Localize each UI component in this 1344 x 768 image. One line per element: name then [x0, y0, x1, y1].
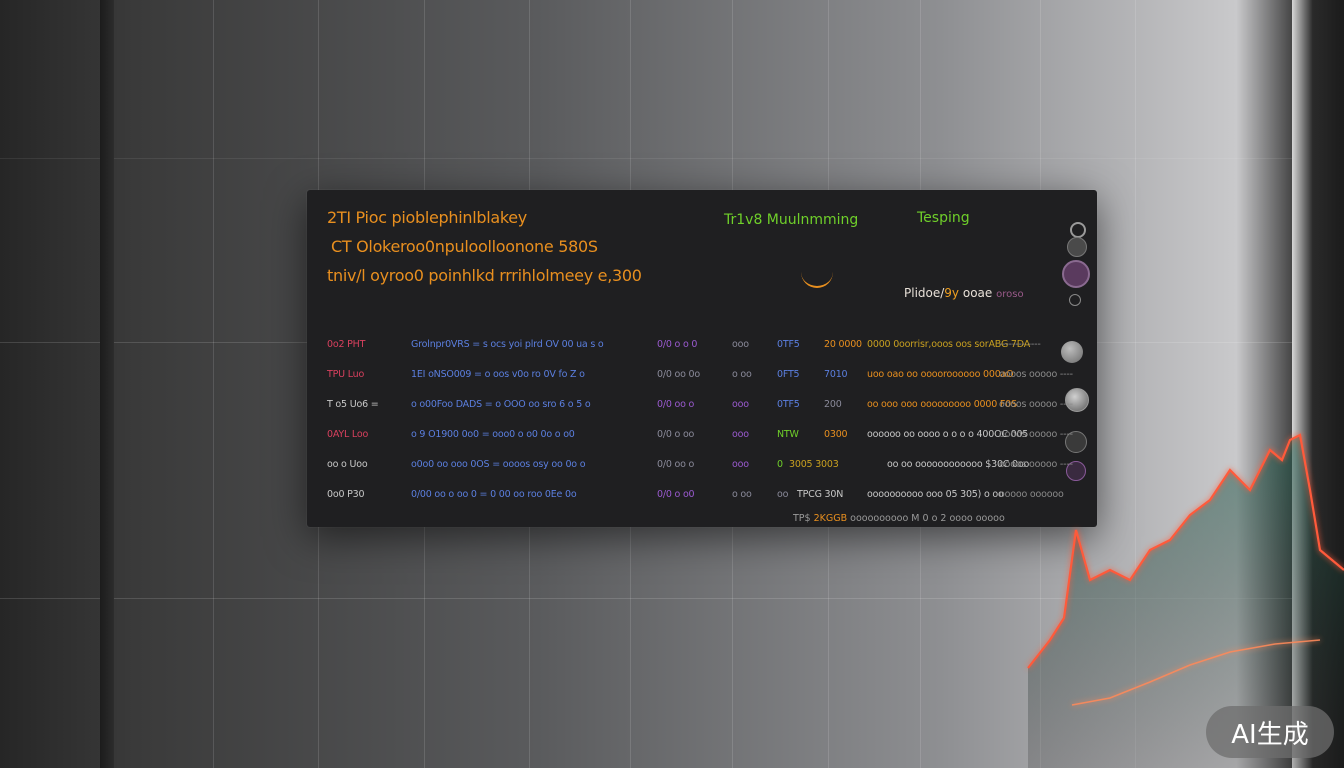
table-row[interactable]: 0o0 P30 0/00 oo o oo 0 = 0 00 oo roo 0Ee…: [327, 489, 1067, 507]
tab-trade-monitoring[interactable]: Tr1v8 Muulnmming: [724, 212, 859, 228]
row-ratio: 0/0 o o0: [657, 489, 695, 500]
row-code: 0TF5: [777, 339, 800, 350]
table-row[interactable]: 0AYL Loo o 9 O1900 0o0 = ooo0 o o0 0o o …: [327, 429, 1073, 447]
row-value: 200: [824, 399, 842, 410]
row-flag: ooo: [732, 429, 749, 440]
tab-testing[interactable]: Tesping: [917, 210, 970, 226]
table-row[interactable]: T o5 Uo6 = o o00Foo DADS = o OOO oo sro …: [327, 399, 1073, 417]
toggle-knob-icon[interactable]: [1069, 294, 1081, 306]
row-symbol: oo o Uoo: [327, 459, 368, 470]
row-description: 0/00 oo o oo 0 = 0 00 oo roo 0Ee 0o: [411, 489, 577, 500]
row-ratio: 0/0 oo o: [657, 459, 695, 470]
row-code: 0TF5: [777, 399, 800, 410]
loading-spinner-icon: [801, 262, 833, 288]
row-symbol: 0o0 P30: [327, 489, 365, 500]
row-flag: ooo: [732, 339, 749, 350]
row-ratio: 0/0 o o 0: [657, 339, 698, 350]
header-line-3: tniv/l oyroo0 poinhlkd rrrihlolmeey e,30…: [327, 266, 642, 285]
row-description: o o00Foo DADS = o OOO oo sro 6 o 5 o: [411, 399, 591, 410]
row-tail: oooos ooooo ----: [999, 399, 1073, 410]
table-row[interactable]: oo o Uoo o0o0 oo ooo 0OS = oooos osy oo …: [327, 459, 1073, 477]
row-detail: oo ooo ooo ooooooooo 0000 F0S: [867, 399, 1017, 410]
row-value: 7010: [824, 369, 848, 380]
row-detail: uoo oao oo ooooroooooo 000aO: [867, 369, 1014, 380]
row-value: 3005 3003: [789, 459, 839, 470]
row-tail: oooos ooooo ----: [999, 429, 1073, 440]
header-line-1: 2TI Pioc pioblephinlblakey: [327, 208, 527, 227]
glowing-price-chart: [1027, 433, 1344, 768]
toggle-knob-icon[interactable]: [1070, 222, 1086, 238]
row-detail: oooooo oo oooo o o o o 400OC 005: [867, 429, 1029, 440]
row-description: Grolnpr0VRS = s ocs yoi plrd OV 00 ua s …: [411, 339, 604, 350]
chart-line: [1027, 433, 1344, 669]
chart-line-secondary: [1071, 639, 1321, 706]
row-code: oo: [777, 489, 789, 500]
table-row[interactable]: TPU Luo 1EI oNSO009 = o oos v0o ro 0V fo…: [327, 369, 1073, 387]
status-tag: Plidoe/9y ooae oroso: [904, 286, 1024, 300]
row-flag: o oo: [732, 369, 752, 380]
row-description: 1EI oNSO009 = o oos v0o ro 0V fo Z o: [411, 369, 585, 380]
row-ratio: 0/0 oo o: [657, 399, 695, 410]
row-action-knob-icon[interactable]: [1065, 431, 1087, 453]
row-code: NTW: [777, 429, 799, 440]
chart-area: [1028, 435, 1344, 768]
row-value: TPCG 30N: [797, 489, 844, 500]
ai-generated-badge: AI生成: [1206, 706, 1334, 758]
row-flag: ooo: [732, 399, 749, 410]
row-tail: oooos ooooo ----: [999, 369, 1073, 380]
toggle-knob-icon[interactable]: [1067, 237, 1087, 257]
row-action-knob-icon[interactable]: [1066, 461, 1086, 481]
row-symbol: TPU Luo: [327, 369, 365, 380]
row-tail: -------- ----: [999, 339, 1041, 350]
table-row[interactable]: 0o2 PHT Grolnpr0VRS = s ocs yoi plrd OV …: [327, 339, 1067, 357]
toggle-knob-icon[interactable]: [1062, 260, 1090, 288]
dashboard-panel: 2TI Pioc pioblephinlblakey CT Olokeroo0n…: [307, 190, 1097, 527]
row-description: o 9 O1900 0o0 = ooo0 o o0 0o o o0: [411, 429, 575, 440]
row-symbol: 0AYL Loo: [327, 429, 369, 440]
row-action-knob-icon[interactable]: [1065, 388, 1089, 412]
row-symbol: T o5 Uo6 =: [327, 399, 379, 410]
row-symbol: 0o2 PHT: [327, 339, 366, 350]
row-detail: oo oo oooooooooooo $30C 0oo: [887, 459, 1030, 470]
row-description: o0o0 oo ooo 0OS = oooos osy oo 0o o: [411, 459, 586, 470]
row-action-knob-icon[interactable]: [1061, 341, 1083, 363]
row-detail: 0000 0oorrisr,ooos oos sorABG 7DA: [867, 339, 1031, 350]
row-detail: oooooooooo ooo 05 305) o oo: [867, 489, 1004, 500]
row-value: 0300: [824, 429, 848, 440]
row-value: 20 0000: [824, 339, 862, 350]
row-flag: ooo: [732, 459, 749, 470]
header-line-2: CT Olokeroo0npuloolloonone 580S: [331, 237, 598, 256]
row-tail: ooooo oooooo: [999, 489, 1064, 500]
window-frame-edge: [100, 0, 114, 768]
row-code: 0: [777, 459, 783, 470]
panel-footer: TP$ 2KGGB oooooooooo M 0 o 2 oooo ooooo: [793, 513, 1005, 524]
row-ratio: 0/0 o oo: [657, 429, 695, 440]
row-code: 0FT5: [777, 369, 800, 380]
row-ratio: 0/0 oo 0o: [657, 369, 701, 380]
row-flag: o oo: [732, 489, 752, 500]
row-tail: oooos ooooo ----: [999, 459, 1073, 470]
